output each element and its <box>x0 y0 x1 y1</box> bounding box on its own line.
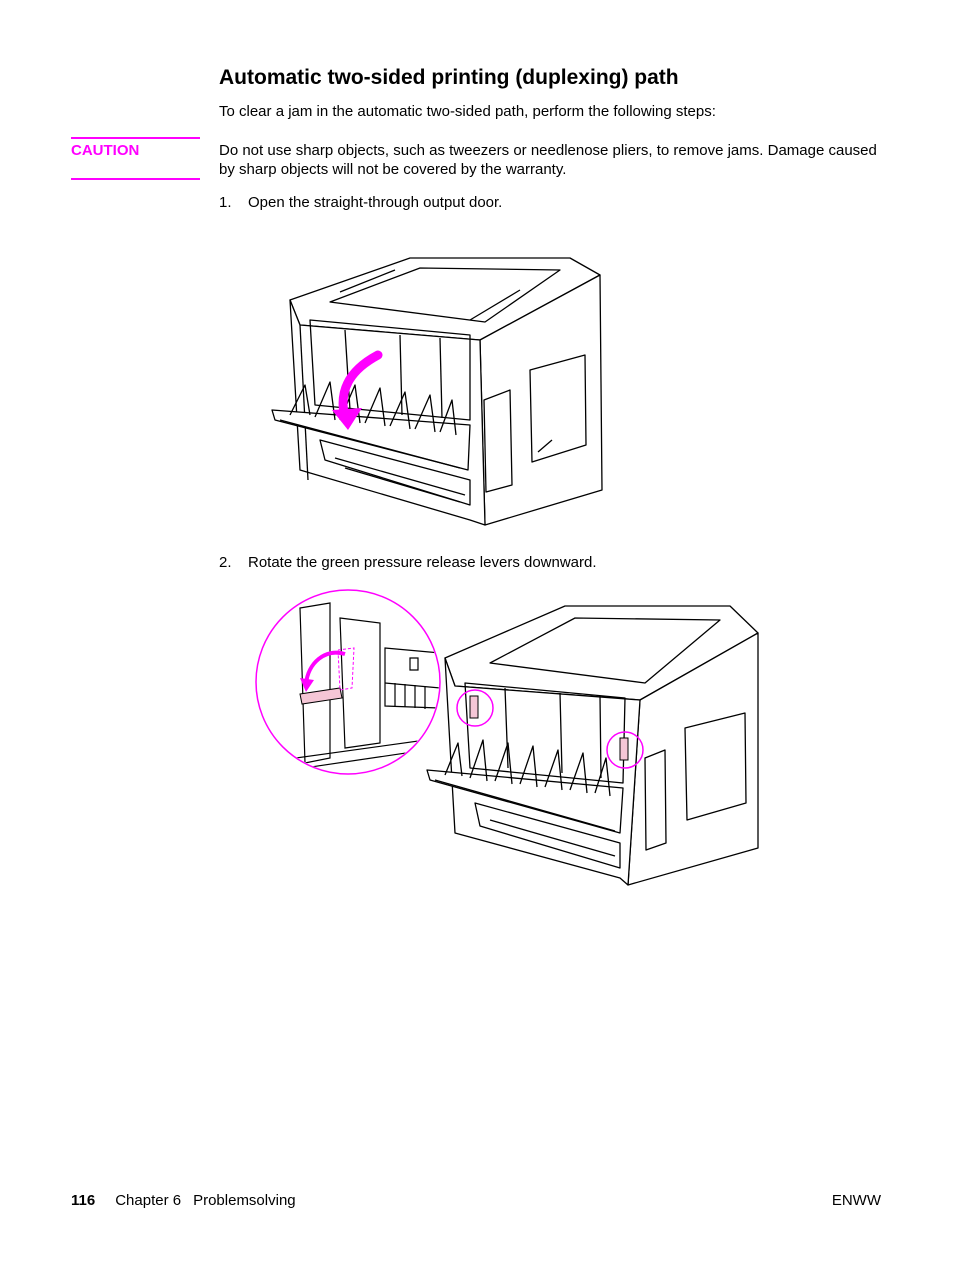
step-number: 1. <box>219 194 232 211</box>
caution-top-rule <box>71 137 200 139</box>
right-lever-highlight <box>606 731 644 769</box>
step-number: 2. <box>219 554 232 571</box>
page-title: Automatic two-sided printing (duplexing)… <box>219 66 679 89</box>
left-lever-highlight <box>456 689 494 727</box>
caution-bottom-rule <box>71 178 200 180</box>
step-text: Open the straight-through output door. <box>248 194 503 211</box>
footer-right: ENWW <box>831 1192 881 1209</box>
page-number: 116 <box>71 1192 96 1209</box>
footer-section: Problemsolving <box>193 1192 296 1209</box>
step-text: Rotate the green pressure release levers… <box>248 554 597 571</box>
step-1: 1. Open the straight-through output door. <box>219 194 502 211</box>
figure-open-output-door <box>271 257 603 526</box>
footer-left: 116 Chapter 6 Problemsolving <box>71 1192 296 1209</box>
inset-zoom-circle <box>255 589 441 775</box>
step-2: 2. Rotate the green pressure release leve… <box>219 554 597 571</box>
intro-paragraph: To clear a jam in the automatic two-side… <box>219 103 716 120</box>
footer-chapter: Chapter 6 <box>115 1192 182 1209</box>
caution-label: CAUTION <box>71 142 140 159</box>
figure-pressure-levers <box>255 589 759 886</box>
caution-text: Do not use sharp objects, such as tweeze… <box>219 142 877 178</box>
